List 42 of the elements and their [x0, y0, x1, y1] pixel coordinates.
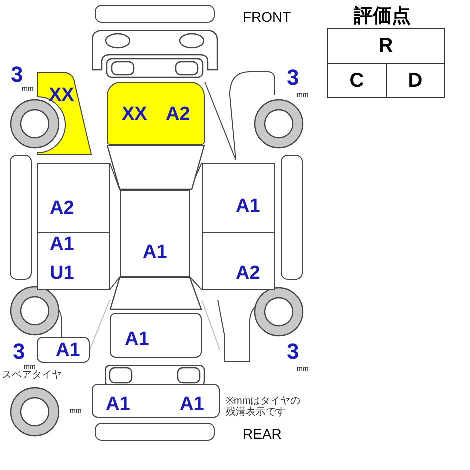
- side-sill-panel: [281, 155, 303, 280]
- rear-door-panel: [202, 232, 275, 290]
- rear-quarter-panel: [37, 337, 90, 363]
- front-label: FRONT: [243, 8, 292, 27]
- damage-code: A1: [125, 330, 150, 349]
- rear-label: REAR: [243, 425, 282, 444]
- score-cell: D: [386, 63, 445, 98]
- tread-depth: 3: [11, 64, 24, 86]
- headlight-grille-panel: [92, 30, 218, 78]
- front-door-panel: [202, 163, 275, 233]
- rear-bumper-panel: [92, 384, 220, 418]
- damage-code: A1: [50, 235, 74, 254]
- damage-code: XX: [49, 86, 74, 105]
- hood-panel: [107, 82, 205, 145]
- trunk-panel: [110, 313, 202, 358]
- front-door-panel: [37, 163, 110, 233]
- score-cell: R: [327, 28, 445, 64]
- tread-depth: 3: [287, 67, 300, 89]
- damage-code: A2: [50, 199, 74, 218]
- spare-tire-label: スペアタイヤ: [2, 371, 62, 381]
- damage-code: A1: [106, 395, 130, 414]
- rear-bumper-lower-panel: [95, 423, 215, 441]
- windshield-panel: [107, 145, 205, 190]
- damage-code: A1: [180, 395, 204, 414]
- front-fender-panel: [37, 72, 92, 155]
- score-heading: 評価点: [354, 4, 411, 29]
- tread-note: ※mmはタイヤの残溝表示です: [226, 396, 302, 418]
- rear-door-panel: [37, 232, 110, 290]
- damage-code: XX: [122, 105, 148, 124]
- score-cell: C: [327, 63, 387, 98]
- damage-code: A2: [236, 264, 260, 283]
- tread-depth: 3: [13, 341, 26, 363]
- damage-code: A1: [236, 197, 260, 216]
- damage-code: A1: [143, 243, 168, 262]
- tail-light-panel: [105, 365, 205, 387]
- front-bumper-panel: [95, 5, 215, 23]
- damage-code: A1: [56, 341, 80, 360]
- damage-code: A2: [166, 105, 190, 124]
- damage-code: U1: [50, 264, 74, 283]
- rear-window-panel: [110, 277, 202, 310]
- side-sill-panel: [10, 155, 32, 280]
- tread-depth: 3: [287, 341, 300, 363]
